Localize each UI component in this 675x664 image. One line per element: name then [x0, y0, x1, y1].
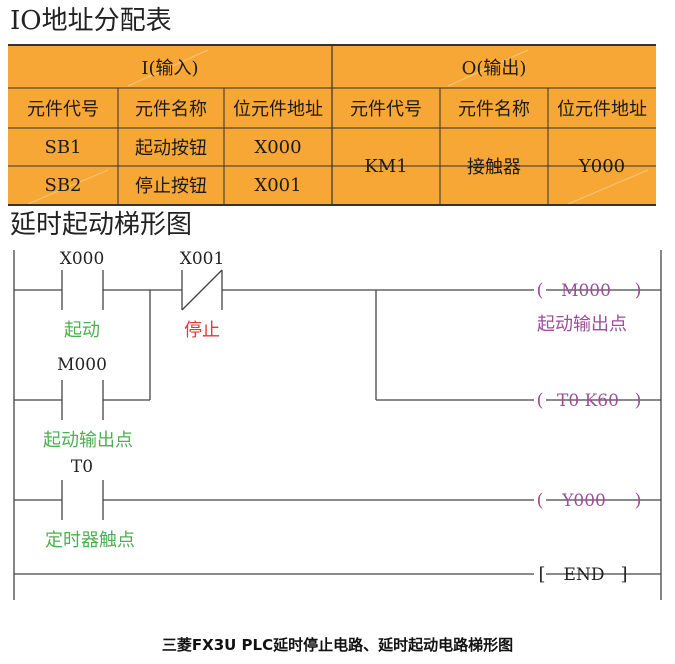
coil-y-open: (	[536, 490, 543, 511]
table-grid	[8, 46, 656, 204]
coil-t-close: )	[634, 390, 641, 411]
coil-m-text: M000	[561, 281, 611, 301]
contact-start-address: X000	[60, 249, 105, 269]
input-header: I(输入)	[141, 58, 199, 79]
contact-stop-slash	[181, 269, 223, 311]
figure-caption: 三菱FX3U PLC延时停止电路、延时起动电路梯形图	[161, 636, 514, 654]
coil-y-close: )	[634, 490, 641, 511]
col-header-out-addr: 位元件地址	[557, 99, 647, 120]
contact-seal-label: 起动输出点	[43, 430, 133, 451]
table-cell: SB1	[44, 136, 82, 158]
end-close: ]	[620, 564, 627, 585]
contact-seal-address: M000	[57, 355, 107, 375]
io-assignment-table: I(输入) O(输出) 元件代号 元件名称 位元件地址 元件代号 元件名称 位元…	[8, 44, 656, 206]
output-header: O(输出)	[461, 58, 527, 79]
table-cell: X001	[254, 174, 302, 196]
coil-m-close: )	[634, 280, 641, 301]
col-header-out-name: 元件名称	[458, 99, 530, 120]
col-header-out-code: 元件代号	[350, 99, 422, 120]
table-cell: KM1	[364, 155, 408, 177]
end-text: END	[564, 565, 605, 585]
io-table-title: IO地址分配表	[10, 6, 172, 36]
col-header-in-addr: 位元件地址	[233, 99, 323, 120]
ladder-diagram: X000 起动 X001 停止 ( M000 ) 起动输出点 M000 起动输出…	[13, 249, 662, 600]
contact-stop-label: 停止	[184, 320, 220, 341]
table-cell: SB2	[44, 174, 82, 196]
coil-t-text: T0 K60	[557, 391, 619, 411]
table-cell: X000	[254, 136, 302, 158]
col-header-in-name: 元件名称	[135, 99, 207, 120]
ladder-title: 延时起动梯形图	[10, 210, 193, 240]
contact-stop-address: X001	[180, 249, 225, 269]
table-cell: 起动按钮	[135, 138, 207, 159]
contact-timer-label: 定时器触点	[45, 530, 135, 551]
coil-t-open: (	[536, 390, 543, 411]
table-cell: 停止按钮	[135, 176, 207, 197]
table-cell: 接触器	[467, 157, 521, 178]
contact-start-label: 起动	[64, 320, 100, 341]
coil-m-label: 起动输出点	[537, 314, 627, 335]
end-open: [	[538, 564, 545, 585]
contact-timer-address: T0	[71, 457, 93, 477]
coil-m-open: (	[536, 280, 543, 301]
table-cell: Y000	[578, 155, 626, 177]
col-header-in-code: 元件代号	[27, 99, 99, 120]
coil-y-text: Y000	[561, 491, 606, 511]
